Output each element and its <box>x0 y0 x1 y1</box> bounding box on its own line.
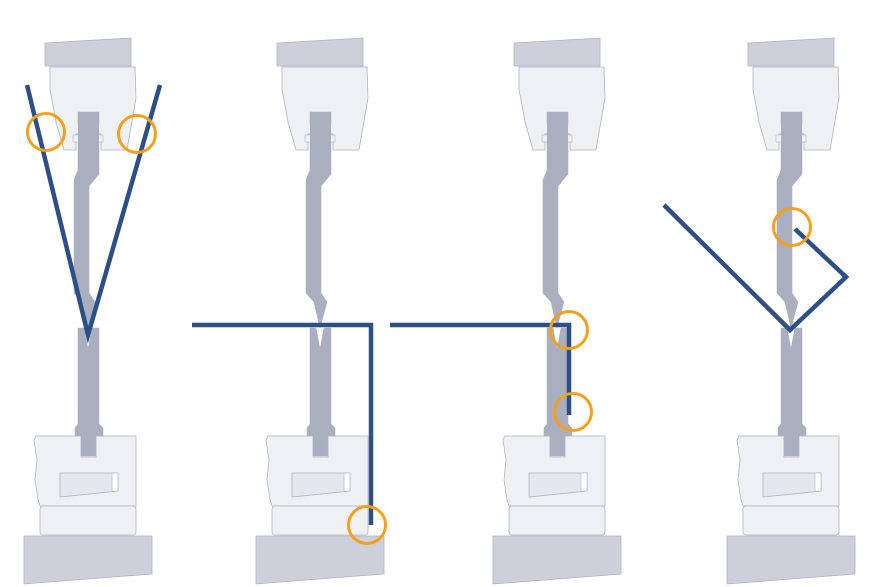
die-holder-base <box>508 505 606 536</box>
panel-right-angle-long-flange <box>255 37 385 585</box>
sheet-metal-profile <box>192 322 374 525</box>
punch-neck <box>78 112 99 148</box>
collision-highlight-circle <box>117 114 157 154</box>
upper-clamp-plate <box>276 37 364 67</box>
upper-tool-holder <box>518 66 606 151</box>
upper-clamp-plate <box>513 37 601 67</box>
collision-highlight-circle <box>26 112 66 152</box>
punch-neck <box>781 112 802 148</box>
upper-tool-holder <box>49 66 137 151</box>
sheet-metal-profile <box>662 203 850 334</box>
upper-tool-holder <box>281 66 369 151</box>
die-holder-slot-end <box>814 472 822 492</box>
panel-v-bend-wide <box>23 37 153 585</box>
upper-tool-holder <box>752 66 840 151</box>
panel-right-angle-short-flange <box>492 37 622 585</box>
die-holder-base <box>271 505 369 536</box>
sheet-metal-profile <box>390 322 572 415</box>
sheet-metal-profile <box>24 84 163 344</box>
upper-clamp-plate <box>747 37 835 67</box>
panel-return-flange <box>726 37 856 585</box>
die-holder-slot-end <box>580 472 588 492</box>
collision-highlight-circle <box>772 207 812 247</box>
collision-highlight-circle <box>347 505 387 545</box>
collision-highlight-circle <box>553 392 593 432</box>
punch-neck <box>547 112 568 148</box>
punch-neck <box>310 112 331 148</box>
lower-bed-plate <box>492 535 622 585</box>
collision-highlight-circle <box>549 310 589 350</box>
lower-bed-plate <box>726 535 856 585</box>
die-holder-base <box>39 505 137 536</box>
die-holder-slot-end <box>111 472 119 492</box>
lower-bed-plate <box>23 535 153 585</box>
die-holder-base <box>742 505 840 536</box>
lower-bed-plate <box>255 535 385 585</box>
upper-clamp-plate <box>44 37 132 67</box>
die-holder-slot-end <box>343 472 351 492</box>
